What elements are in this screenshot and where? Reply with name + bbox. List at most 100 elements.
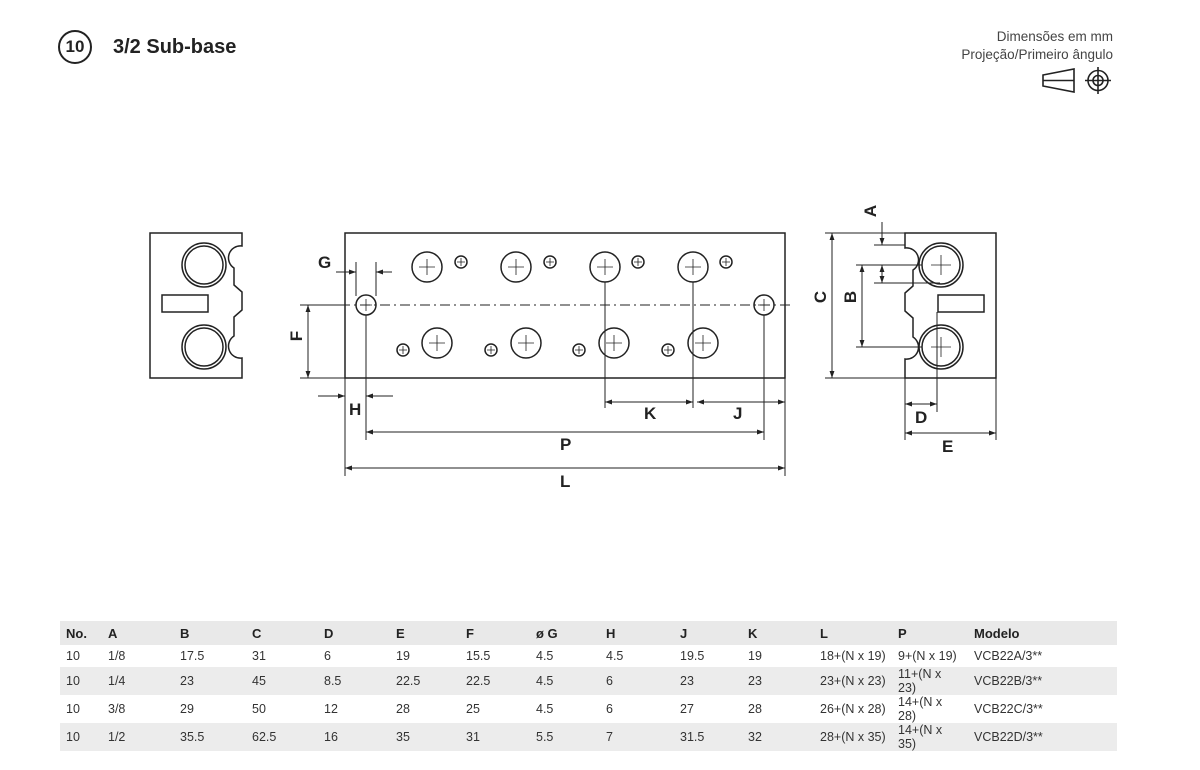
section-number-badge: 10 bbox=[58, 30, 92, 64]
table-cell: 1/8 bbox=[102, 645, 174, 667]
table-cell: 28 bbox=[742, 695, 814, 723]
table-cell: 19 bbox=[390, 645, 460, 667]
table-cell: 23 bbox=[674, 667, 742, 695]
column-header: H bbox=[600, 621, 674, 645]
dim-label-k: K bbox=[644, 404, 657, 423]
dimensions-table: No. A B C D E F ø G H J K L P Modelo 10 … bbox=[60, 621, 1117, 751]
table-cell: VCB22B/3** bbox=[968, 667, 1117, 695]
units-note: Dimensões em mm bbox=[996, 29, 1113, 44]
column-header: J bbox=[674, 621, 742, 645]
dim-label-c: C bbox=[811, 291, 830, 303]
table-cell: 19 bbox=[742, 645, 814, 667]
table-cell: 15.5 bbox=[460, 645, 530, 667]
right-side-view bbox=[904, 232, 997, 379]
dim-label-b: B bbox=[841, 291, 860, 303]
table-cell: 6 bbox=[318, 645, 390, 667]
table-cell: 31.5 bbox=[674, 723, 742, 751]
projection-info: Dimensões em mm Projeção/Primeiro ângulo bbox=[961, 28, 1113, 64]
table-cell: 10 bbox=[60, 695, 102, 723]
table-cell: 26+(N x 28) bbox=[814, 695, 892, 723]
table-cell: 22.5 bbox=[390, 667, 460, 695]
table-cell: 18+(N x 19) bbox=[814, 645, 892, 667]
table-cell: 10 bbox=[60, 667, 102, 695]
table-cell: 23 bbox=[174, 667, 246, 695]
first-angle-cone-icon bbox=[1042, 68, 1075, 93]
table-cell: 28+(N x 35) bbox=[814, 723, 892, 751]
table-cell: 4.5 bbox=[530, 667, 600, 695]
column-header: No. bbox=[60, 621, 102, 645]
left-side-view bbox=[149, 232, 243, 379]
table-cell: 10 bbox=[60, 723, 102, 751]
page-title: 3/2 Sub-base bbox=[113, 36, 237, 58]
table-row: 10 1/2 35.5 62.5 16 35 31 5.5 7 31.5 32 … bbox=[60, 723, 1117, 751]
technical-drawing: G F H K J P L A B C D E bbox=[149, 205, 997, 491]
table-cell: 3/8 bbox=[102, 695, 174, 723]
table-cell: 14+(N x 35) bbox=[892, 723, 968, 751]
table-cell: 10 bbox=[60, 645, 102, 667]
column-header: D bbox=[318, 621, 390, 645]
table-cell: 4.5 bbox=[530, 645, 600, 667]
column-header: C bbox=[246, 621, 318, 645]
table-cell: 19.5 bbox=[674, 645, 742, 667]
table-cell: 31 bbox=[460, 723, 530, 751]
right-view-crosshairs bbox=[931, 255, 951, 357]
table-cell: 14+(N x 28) bbox=[892, 695, 968, 723]
table-cell: 23+(N x 23) bbox=[814, 667, 892, 695]
table-cell: 50 bbox=[246, 695, 318, 723]
table-cell: 29 bbox=[174, 695, 246, 723]
dim-label-a: A bbox=[861, 205, 880, 217]
table-cell: 8.5 bbox=[318, 667, 390, 695]
table-cell: 35.5 bbox=[174, 723, 246, 751]
projection-symbol bbox=[1042, 67, 1111, 94]
front-view bbox=[300, 232, 790, 379]
table-cell: 7 bbox=[600, 723, 674, 751]
column-header: P bbox=[892, 621, 968, 645]
front-view-crosshairs bbox=[360, 258, 770, 354]
table-cell: 12 bbox=[318, 695, 390, 723]
column-header: F bbox=[460, 621, 530, 645]
table-cell: 6 bbox=[600, 695, 674, 723]
table-cell: 5.5 bbox=[530, 723, 600, 751]
dim-label-h: H bbox=[349, 400, 361, 419]
table-cell: 4.5 bbox=[530, 695, 600, 723]
dim-label-l: L bbox=[560, 472, 570, 491]
side-dimensions bbox=[825, 222, 997, 440]
table-cell: 28 bbox=[390, 695, 460, 723]
table-row: 10 3/8 29 50 12 28 25 4.5 6 27 28 26+(N … bbox=[60, 695, 1117, 723]
projection-note: Projeção/Primeiro ângulo bbox=[961, 47, 1113, 62]
front-dimensions bbox=[300, 262, 786, 476]
dim-label-g: G bbox=[318, 253, 331, 272]
table-header-row: No. A B C D E F ø G H J K L P Modelo bbox=[60, 621, 1117, 645]
table-cell: 11+(N x 23) bbox=[892, 667, 968, 695]
column-header: A bbox=[102, 621, 174, 645]
table-row: 10 1/4 23 45 8.5 22.5 22.5 4.5 6 23 23 2… bbox=[60, 667, 1117, 695]
table-cell: 35 bbox=[390, 723, 460, 751]
table-cell: 6 bbox=[600, 667, 674, 695]
table-row: 10 1/8 17.5 31 6 19 15.5 4.5 4.5 19.5 19… bbox=[60, 645, 1117, 667]
table-cell: 62.5 bbox=[246, 723, 318, 751]
table-cell: 17.5 bbox=[174, 645, 246, 667]
column-header: K bbox=[742, 621, 814, 645]
column-header: E bbox=[390, 621, 460, 645]
table-cell: 1/2 bbox=[102, 723, 174, 751]
table-cell: VCB22D/3** bbox=[968, 723, 1117, 751]
column-header: Modelo bbox=[968, 621, 1117, 645]
table-cell: 32 bbox=[742, 723, 814, 751]
table-cell: 22.5 bbox=[460, 667, 530, 695]
dim-label-d: D bbox=[915, 408, 927, 427]
table-cell: 27 bbox=[674, 695, 742, 723]
column-header: L bbox=[814, 621, 892, 645]
column-header: B bbox=[174, 621, 246, 645]
dim-label-f: F bbox=[287, 331, 306, 341]
table-cell: 31 bbox=[246, 645, 318, 667]
dim-label-j: J bbox=[733, 404, 742, 423]
table-cell: VCB22A/3** bbox=[968, 645, 1117, 667]
dim-label-p: P bbox=[560, 435, 571, 454]
table-cell: 25 bbox=[460, 695, 530, 723]
table-cell: 1/4 bbox=[102, 667, 174, 695]
table-cell: 4.5 bbox=[600, 645, 674, 667]
first-angle-circles-icon bbox=[1085, 67, 1111, 94]
column-header: ø G bbox=[530, 621, 600, 645]
table-cell: 9+(N x 19) bbox=[892, 645, 968, 667]
table-cell: 16 bbox=[318, 723, 390, 751]
